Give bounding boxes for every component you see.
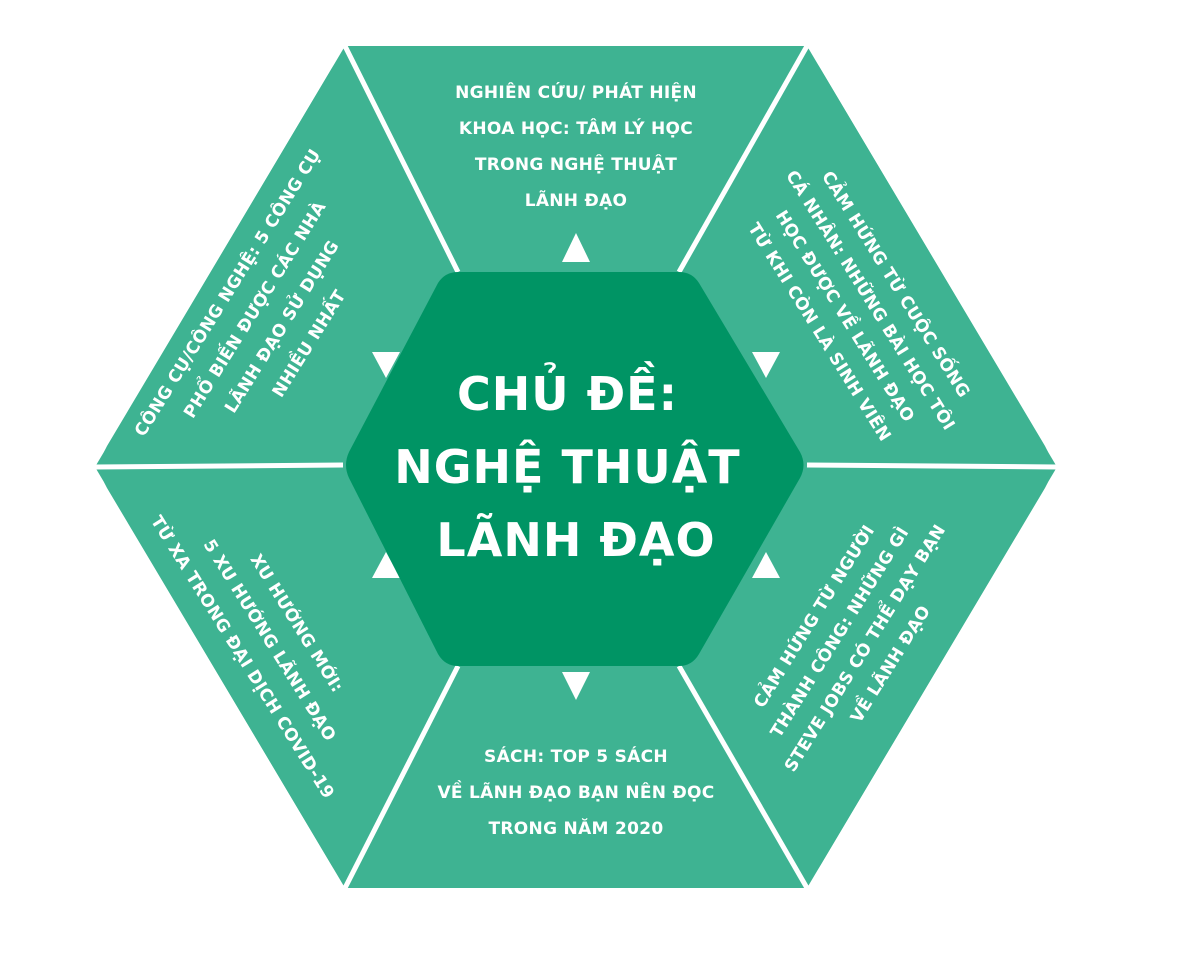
pointer-triangle — [562, 672, 590, 700]
center-title-line-1: CHỦ ĐỀ: — [457, 361, 678, 421]
segment-label-line: NGHIÊN CỨU/ PHÁT HIỆN — [455, 81, 697, 103]
segment-upper-left — [95, 46, 458, 467]
divider-line — [94, 462, 344, 470]
center-layer: CHỦ ĐỀ: NGHỆ THUẬT LÃNH ĐẠO — [346, 272, 804, 666]
divider-line — [342, 664, 461, 890]
pointer-triangle — [752, 552, 780, 578]
segment-label-line: TRONG NĂM 2020 — [489, 817, 664, 839]
divider-line — [806, 462, 1058, 470]
center-title-line-3: LÃNH ĐẠO — [436, 512, 715, 567]
divider-line — [676, 664, 810, 890]
pointer-triangle — [752, 352, 780, 378]
divider-line — [342, 44, 461, 274]
center-title-line-2: NGHỆ THUẬT — [394, 440, 740, 494]
pointer-triangle — [372, 352, 400, 378]
segment-bottom — [345, 666, 807, 888]
divider-line — [676, 44, 810, 274]
segment-label-line: TRONG NGHỆ THUẬT — [475, 153, 677, 175]
segment-label-top: NGHIÊN CỨU/ PHÁT HIỆN KHOA HỌC: TÂM LÝ HỌ… — [455, 81, 697, 211]
pointer-triangle — [372, 552, 400, 578]
pointer-triangle — [562, 233, 590, 262]
center-hexagon — [346, 272, 804, 666]
segment-label-line: KHOA HỌC: TÂM LÝ HỌC — [459, 117, 693, 139]
segment-label-bottom: SÁCH: TOP 5 SÁCH VỀ LÃNH ĐẠO BẠN NÊN ĐỌC T… — [437, 745, 714, 839]
segment-top — [345, 46, 807, 272]
segment-label-line: LÃNH ĐẠO — [525, 188, 628, 211]
center-title: CHỦ ĐỀ: NGHỆ THUẬT LÃNH ĐẠO — [394, 361, 757, 567]
segment-label-line: VỀ LÃNH ĐẠO BẠN NÊN ĐỌC — [437, 779, 714, 803]
segment-label-line: SÁCH: TOP 5 SÁCH — [484, 745, 668, 767]
segment-lower-left — [95, 465, 458, 888]
